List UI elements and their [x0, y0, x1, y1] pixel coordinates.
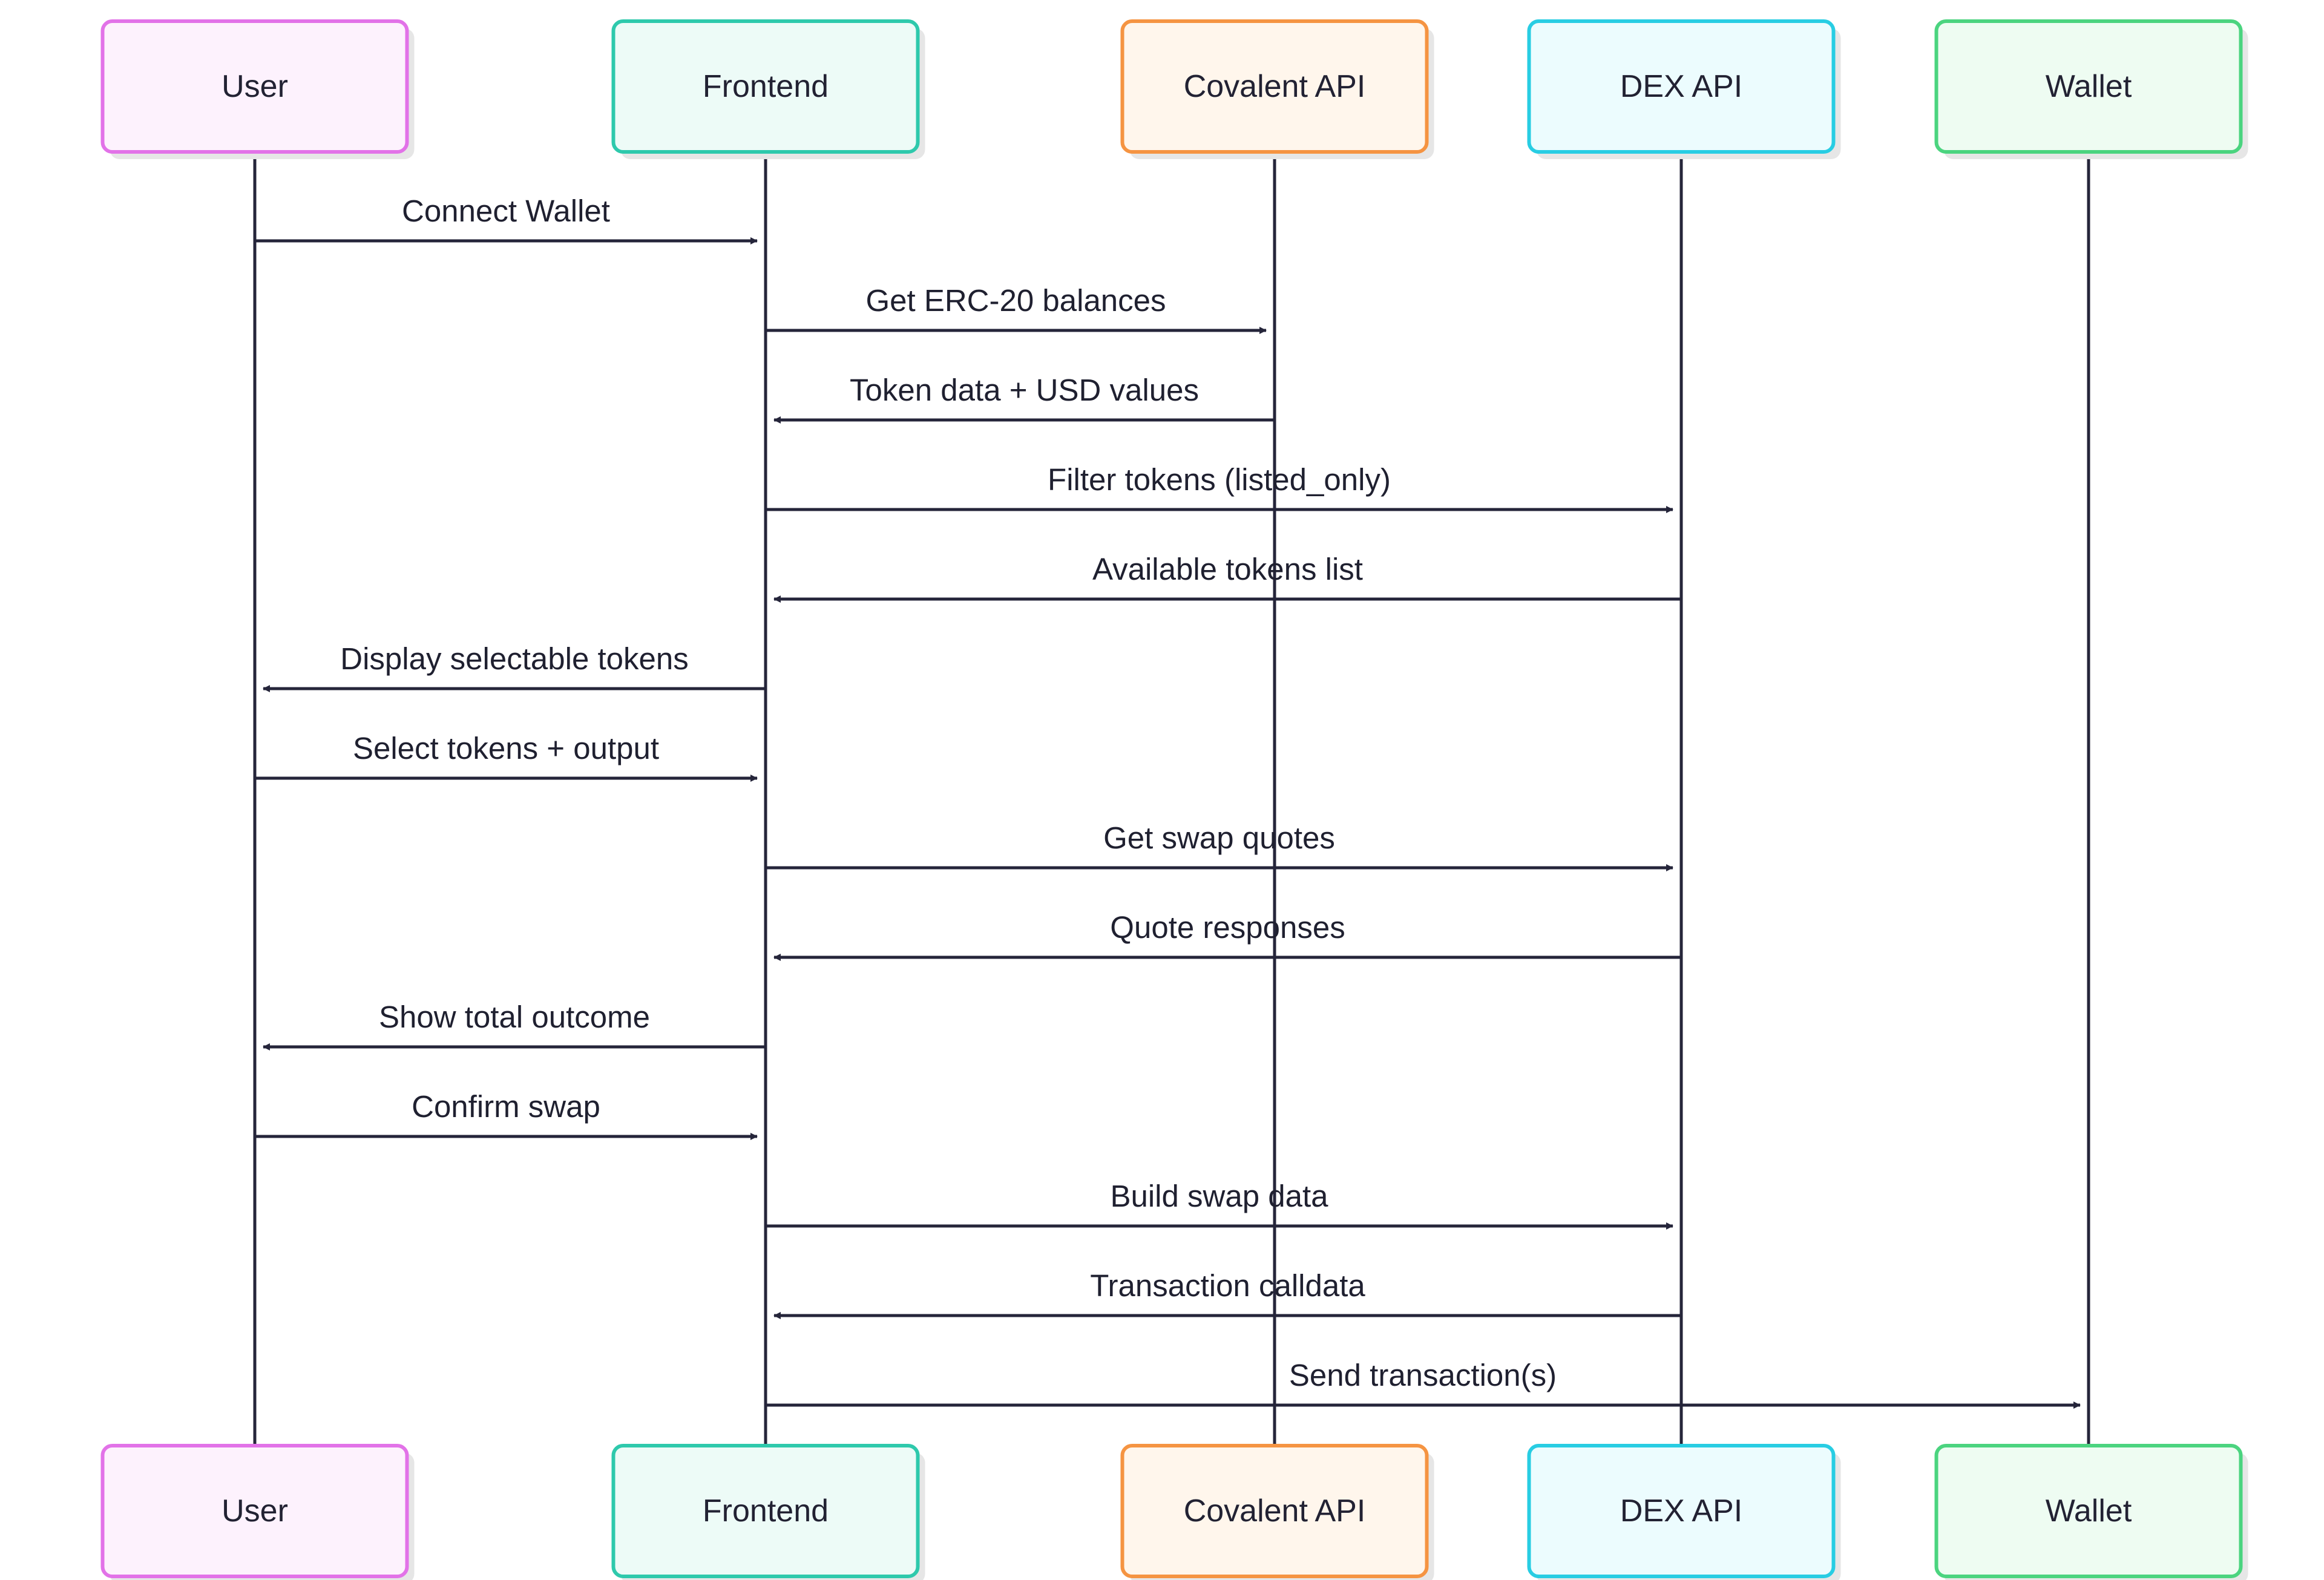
participant-dex-bottom: DEX API	[1527, 1444, 1841, 1580]
participant-box	[1527, 19, 1836, 154]
message-label: Select tokens + output	[353, 731, 659, 765]
participant-box	[100, 1444, 409, 1578]
participant-box	[611, 1444, 920, 1578]
message-6: Display selectable tokens	[263, 641, 766, 692]
message-12: Build swap data	[766, 1179, 1673, 1230]
participant-covalent-bottom: Covalent API	[1120, 1444, 1434, 1580]
message-label: Display selectable tokens	[340, 641, 688, 676]
message-3: Token data + USD values	[773, 373, 1275, 424]
message-11: Confirm swap	[255, 1089, 758, 1140]
participant-label: Covalent API	[1184, 69, 1366, 104]
participant-label: DEX API	[1620, 69, 1742, 104]
participant-user-top: User	[100, 19, 415, 159]
message-label: Quote responses	[1110, 910, 1345, 945]
participant-box	[1120, 19, 1429, 154]
message-10: Show total outcome	[263, 1000, 766, 1051]
participant-label: Covalent API	[1184, 1493, 1366, 1529]
participant-label: User	[222, 1493, 288, 1529]
participant-label: Frontend	[703, 1493, 829, 1529]
participant-frontend-top: Frontend	[611, 19, 925, 159]
message-label: Get ERC-20 balances	[865, 283, 1166, 318]
message-label: Token data + USD values	[850, 373, 1199, 407]
participant-box	[1120, 1444, 1429, 1578]
participant-box	[1934, 1444, 2243, 1578]
actor-row-bottom: User Frontend Covalent API DEX API Wallet	[100, 1444, 2248, 1580]
message-label: Transaction calldata	[1090, 1268, 1365, 1303]
message-label: Send transaction(s)	[1289, 1358, 1557, 1392]
message-label: Available tokens list	[1092, 552, 1363, 586]
lifelines	[253, 152, 2090, 1446]
participant-frontend-bottom: Frontend	[611, 1444, 925, 1580]
message-label: Show total outcome	[379, 1000, 650, 1034]
message-13: Transaction calldata	[773, 1268, 1681, 1319]
participant-box	[100, 19, 409, 154]
participant-box	[1527, 1444, 1836, 1578]
message-label: Build swap data	[1110, 1179, 1328, 1213]
message-14: Send transaction(s)	[766, 1358, 2081, 1409]
participant-wallet-bottom: Wallet	[1934, 1444, 2248, 1580]
actor-row-top: User Frontend Covalent API DEX API Wallet	[100, 19, 2248, 159]
message-8: Get swap quotes	[766, 821, 1673, 871]
participant-covalent-top: Covalent API	[1120, 19, 1434, 159]
participant-box	[611, 19, 920, 154]
participant-label: DEX API	[1620, 1493, 1742, 1529]
message-7: Select tokens + output	[255, 731, 758, 782]
message-5: Available tokens list	[773, 552, 1681, 603]
participant-dex-top: DEX API	[1527, 19, 1841, 159]
message-label: Connect Wallet	[402, 194, 610, 228]
participant-box	[1934, 19, 2243, 154]
message-4: Filter tokens (listed_only)	[766, 462, 1673, 513]
message-1: Connect Wallet	[255, 194, 758, 244]
participant-wallet-top: Wallet	[1934, 19, 2248, 159]
message-label: Get swap quotes	[1103, 821, 1335, 855]
participant-label: User	[222, 69, 288, 104]
message-9: Quote responses	[773, 910, 1681, 961]
participant-user-bottom: User	[100, 1444, 415, 1580]
message-label: Filter tokens (listed_only)	[1048, 462, 1391, 497]
message-2: Get ERC-20 balances	[766, 283, 1267, 334]
participant-label: Wallet	[2046, 69, 2132, 104]
participant-label: Frontend	[703, 69, 829, 104]
participant-label: Wallet	[2046, 1493, 2132, 1529]
message-label: Confirm swap	[412, 1089, 600, 1124]
